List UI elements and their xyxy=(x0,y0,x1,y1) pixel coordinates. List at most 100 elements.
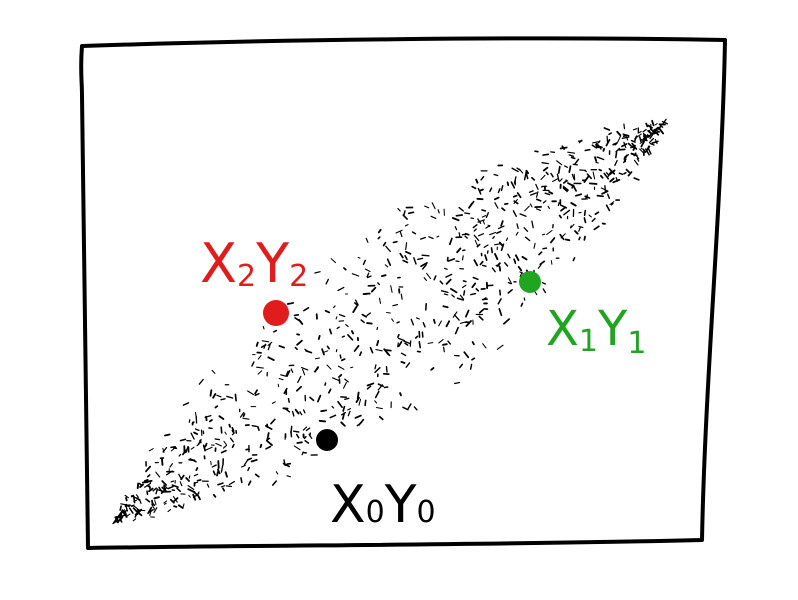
scatter-speck xyxy=(377,383,384,388)
scatter-speck xyxy=(197,495,201,501)
scatter-speck xyxy=(442,305,449,309)
scatter-speck xyxy=(468,202,473,209)
scatter-speck xyxy=(361,313,368,318)
scatter-speck xyxy=(505,237,509,241)
scatter-speck xyxy=(305,349,313,354)
scatter-speck xyxy=(257,426,260,431)
scatter-speck xyxy=(385,349,392,352)
scatter-speck xyxy=(194,411,198,420)
scatter-speck xyxy=(481,298,488,301)
scatter-speck xyxy=(592,171,596,180)
scatter-speck xyxy=(251,361,255,367)
scatter-speck xyxy=(463,351,470,359)
scatter-speck xyxy=(266,432,270,441)
scatter-speck xyxy=(597,140,601,144)
scatter-speck xyxy=(471,341,475,346)
scatter-speck xyxy=(481,209,487,212)
scatter-speck xyxy=(651,140,659,144)
scatter-speck xyxy=(374,390,380,399)
scatter-speck xyxy=(492,235,495,240)
label-x1-sub: 1 xyxy=(579,324,598,359)
scatter-speck xyxy=(231,443,235,449)
label-y2-sub: 2 xyxy=(289,259,308,294)
scatter-speck xyxy=(497,225,505,230)
scatter-speck xyxy=(173,497,179,502)
scatter-speck xyxy=(568,165,572,173)
scatter-speck xyxy=(602,147,606,152)
scatter-speck xyxy=(403,340,411,345)
scatter-speck xyxy=(405,362,411,368)
scatter-speck xyxy=(529,203,533,208)
scatter-speck xyxy=(481,215,487,218)
scatter-speck xyxy=(433,318,436,324)
scatter-speck xyxy=(634,137,637,142)
scatter-speck xyxy=(423,277,427,281)
scatter-speck xyxy=(256,366,264,369)
scatter-speck xyxy=(578,226,582,232)
scatter-speck xyxy=(374,400,378,404)
scatter-speck xyxy=(322,350,329,354)
scatter-speck xyxy=(588,214,592,218)
scatter-speck xyxy=(480,175,485,181)
scatter-speck xyxy=(242,413,246,418)
scatter-speck xyxy=(494,202,499,209)
scatter-speck xyxy=(542,166,549,172)
scatter-speck xyxy=(636,158,640,162)
scatter-speck xyxy=(382,241,387,247)
scatter-speck xyxy=(520,302,524,307)
scatter-speck xyxy=(583,209,587,217)
scatter-speck xyxy=(128,507,134,514)
scatter-speck xyxy=(350,366,354,369)
scatter-speck xyxy=(419,236,426,240)
scatter-speck xyxy=(493,196,500,201)
scatter-speck xyxy=(318,419,327,423)
scatter-speck xyxy=(161,480,167,486)
scatter-speck xyxy=(317,334,321,340)
scatter-speck xyxy=(119,505,122,511)
scatter-speck xyxy=(144,479,153,483)
scatter-speck xyxy=(344,378,349,383)
scatter-speck xyxy=(583,217,587,224)
scatter-speck xyxy=(125,496,128,502)
scatter-speck xyxy=(222,444,228,449)
scatter-speck xyxy=(640,140,645,148)
scatter-speck xyxy=(347,334,354,341)
scatter-speck xyxy=(296,441,303,444)
scatter-speck xyxy=(120,516,123,521)
scatter-speck xyxy=(169,498,175,504)
scatter-speck xyxy=(484,254,488,261)
scatter-speck xyxy=(578,236,581,241)
scatter-speck xyxy=(542,247,548,250)
scatter-speck xyxy=(148,487,154,493)
scatter-speck xyxy=(341,335,346,338)
scatter-speck xyxy=(209,389,213,397)
scatter-speck xyxy=(474,239,478,246)
scatter-speck xyxy=(314,271,321,274)
scatter-speck xyxy=(583,235,586,241)
scatter-speck xyxy=(263,343,267,349)
scatter-speck xyxy=(417,257,424,261)
scatter-speck xyxy=(496,344,504,350)
label-x0-sub: 0 xyxy=(366,495,385,530)
scatter-speck xyxy=(204,442,208,448)
scatter-speck xyxy=(342,405,346,412)
scatter-speck xyxy=(601,190,609,195)
scatter-speck xyxy=(369,346,374,354)
scatter-speck xyxy=(199,439,202,444)
scatter-speck xyxy=(588,182,598,185)
scatter-speck xyxy=(648,129,652,134)
scatter-speck xyxy=(600,187,608,192)
scatter-speck xyxy=(283,459,286,467)
scatter-speck xyxy=(290,368,294,374)
scatter-speck xyxy=(481,264,487,267)
scatter-speck xyxy=(259,443,263,449)
scatter-speck xyxy=(550,260,553,265)
scatter-speck xyxy=(402,406,409,411)
scatter-speck xyxy=(542,200,547,204)
scatter-speck xyxy=(540,174,546,181)
scatter-speck xyxy=(144,479,149,482)
scatter-speck xyxy=(598,168,603,172)
scatter-speck xyxy=(648,137,655,144)
scatter-speck xyxy=(301,451,304,456)
scatter-speck xyxy=(231,426,235,432)
